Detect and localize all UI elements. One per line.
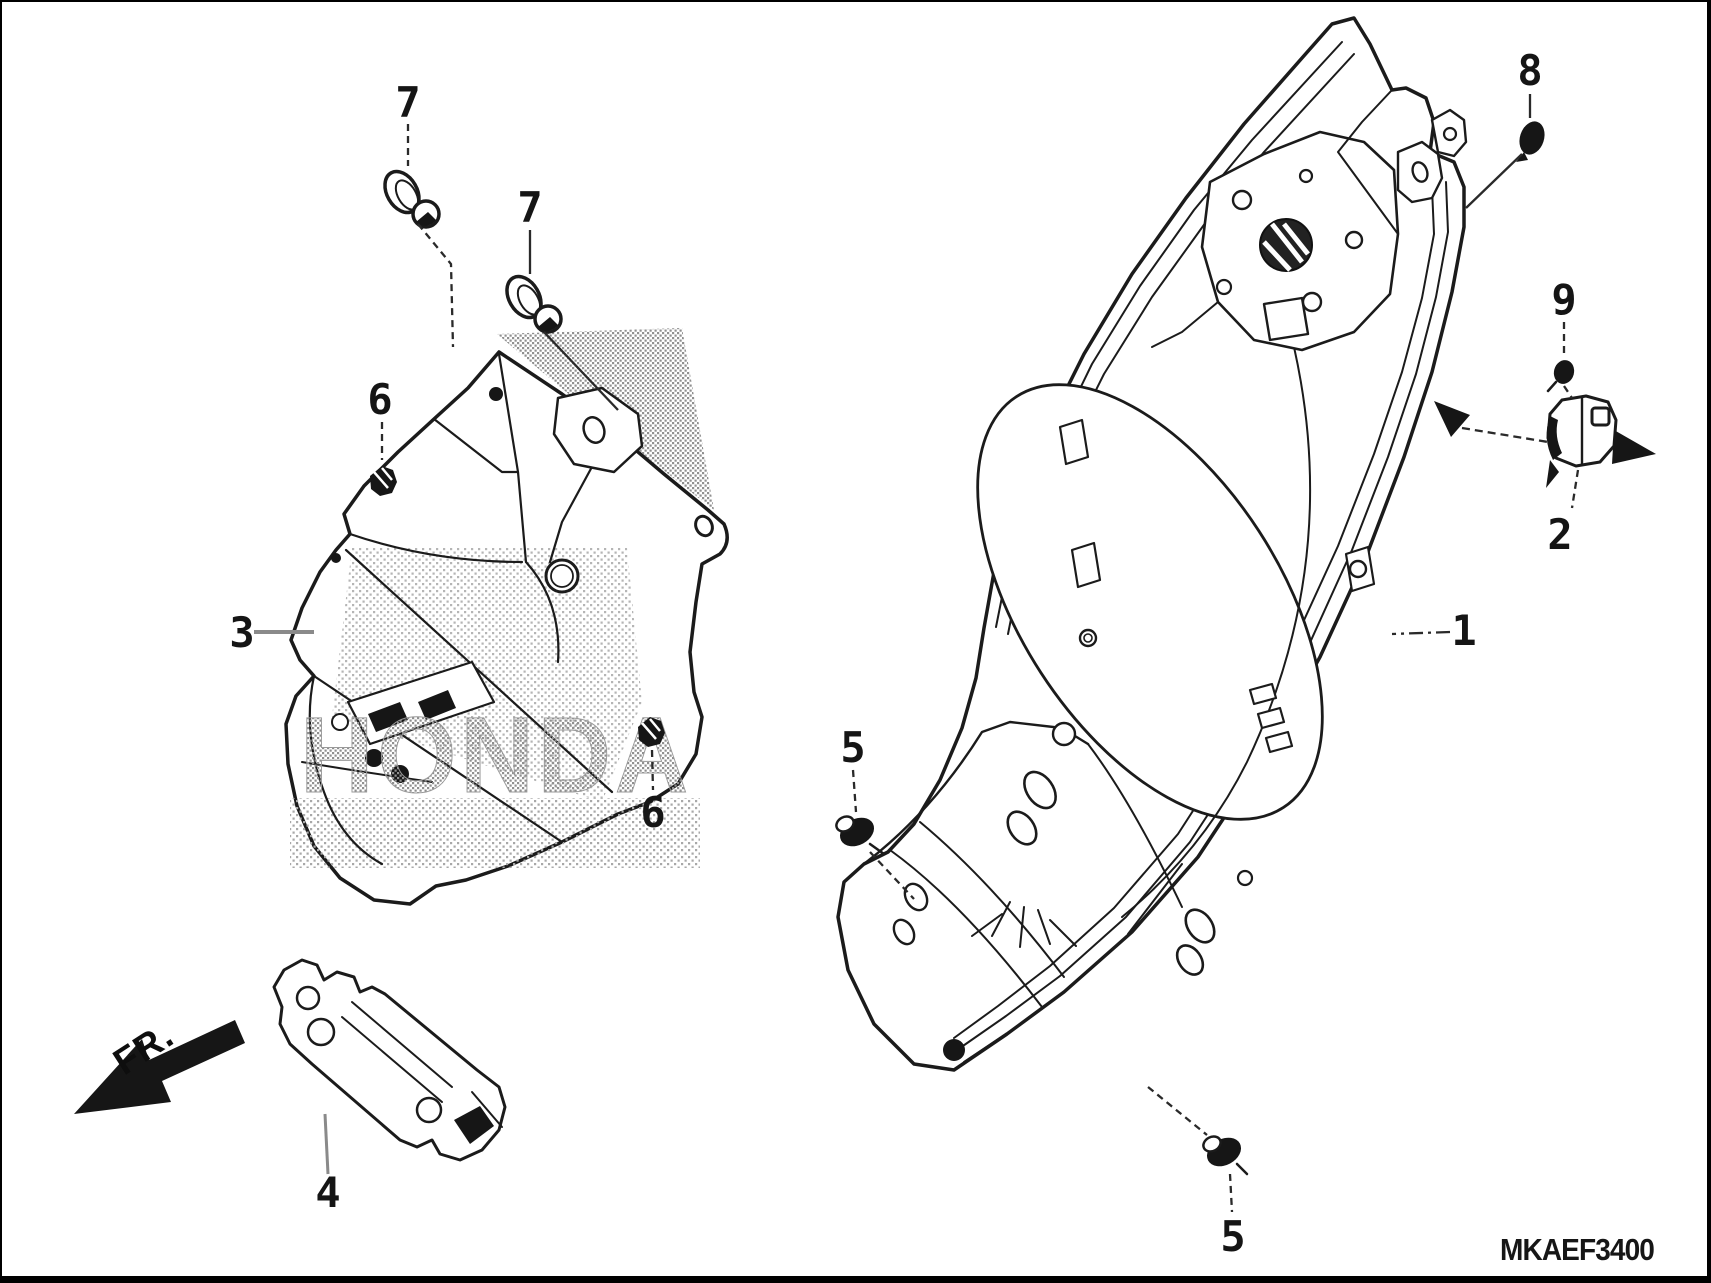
grommet-8 — [1516, 121, 1545, 162]
callout-3: 3 — [229, 608, 254, 657]
front-direction-indicator: FR. — [74, 1014, 245, 1114]
callout-2: 2 — [1547, 510, 1572, 559]
rear-cowl-part-1-drawing — [836, 16, 1468, 1072]
rear-fender-part-3-drawing — [284, 328, 729, 906]
honda-watermark: HONDA — [300, 694, 692, 815]
halftone-panel — [332, 547, 642, 802]
nut-6b — [638, 717, 665, 747]
callout-8: 8 — [1517, 46, 1542, 95]
callout-7a: 7 — [395, 78, 420, 127]
callout-5a: 5 — [840, 723, 865, 772]
leader-lines — [254, 94, 1580, 1213]
nut-6a — [370, 466, 397, 496]
diagram-code: MKAEF3400 — [1500, 1232, 1654, 1267]
callout-7b: 7 — [517, 183, 542, 232]
bracket-part-4-drawing — [272, 958, 507, 1162]
pointer-arrowhead — [1434, 401, 1470, 437]
halftone-band — [290, 798, 700, 868]
bolt-5a — [835, 815, 886, 856]
callout-5b: 5 — [1220, 1212, 1245, 1261]
front-arrow-icon — [74, 1020, 245, 1114]
bracket-2 — [1546, 394, 1656, 488]
clip-7a — [383, 169, 441, 229]
callout-6a: 6 — [367, 375, 392, 424]
clip-7b — [505, 274, 563, 334]
callout-6b: 6 — [640, 788, 665, 837]
callout-9: 9 — [1551, 275, 1576, 324]
bolt-5b — [1202, 1135, 1249, 1176]
screw-9 — [1546, 360, 1575, 393]
callout-1: 1 — [1451, 606, 1476, 655]
callout-4: 4 — [315, 1168, 340, 1217]
